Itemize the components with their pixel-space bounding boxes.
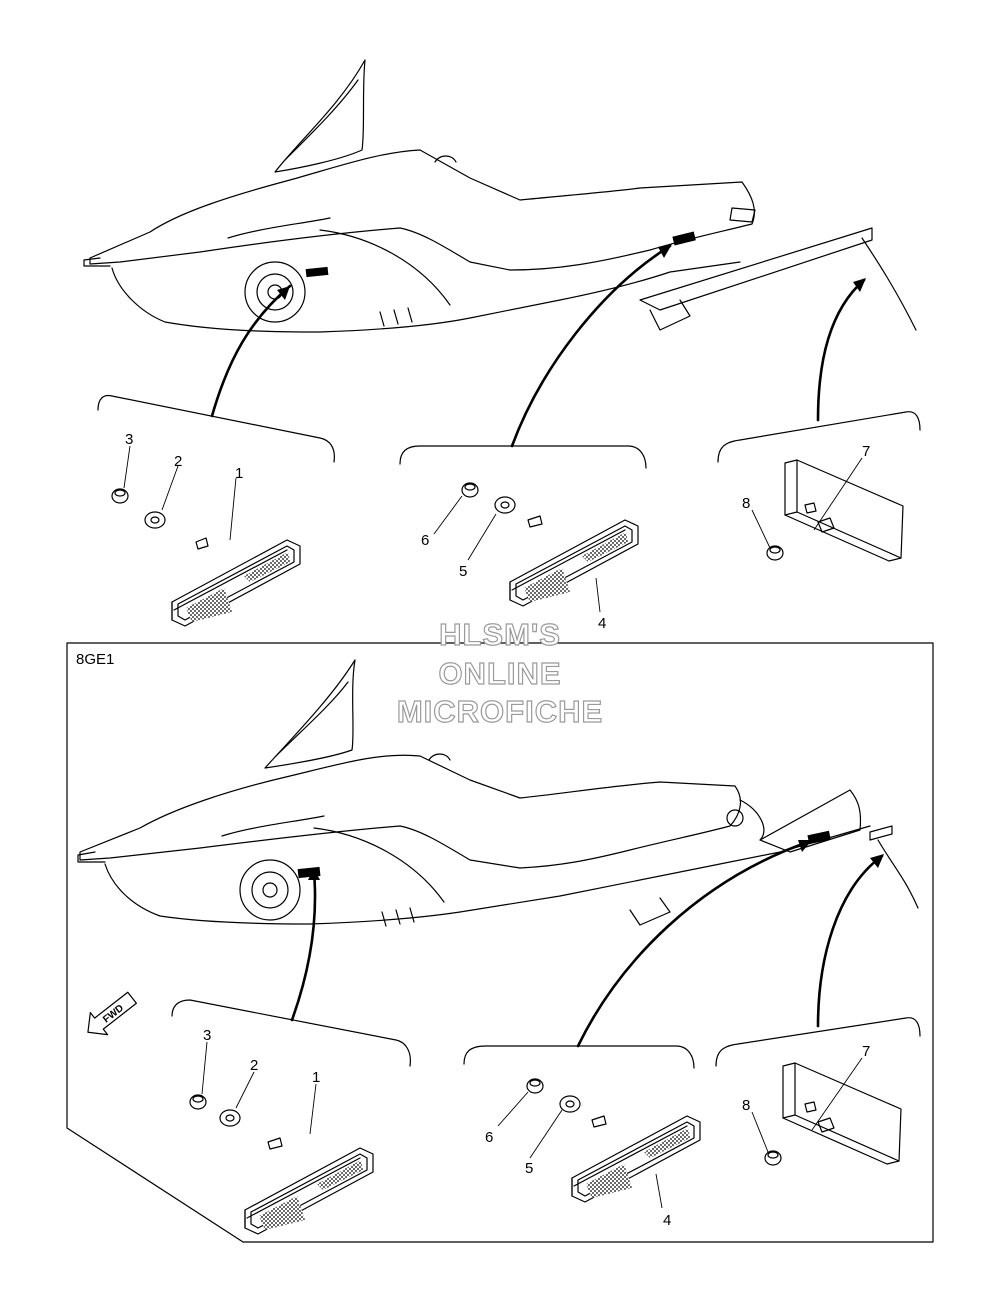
- bottom-part-group-center: [497, 1078, 701, 1209]
- callout-7: 7: [862, 1043, 870, 1060]
- nut-icon: [189, 1094, 207, 1110]
- bottom-part-group-right: [751, 1057, 902, 1166]
- watermark-line-2: ONLINE: [438, 656, 561, 691]
- washer-icon: [559, 1095, 581, 1113]
- callout-7: 7: [862, 443, 870, 460]
- callout-6: 6: [421, 532, 429, 549]
- fwd-label: FWD: [101, 1003, 126, 1026]
- top-part-group-right: [751, 457, 904, 562]
- snowmobile-bottom: [77, 659, 919, 927]
- reflector-plate-icon: [782, 1062, 902, 1165]
- watermark-line-1: HLSM'S: [439, 617, 561, 652]
- reflector-plate-icon: [784, 459, 904, 562]
- reflector-icon: [509, 519, 639, 607]
- nut-icon: [111, 488, 129, 504]
- washer-icon: [219, 1109, 241, 1127]
- callout-3: 3: [203, 1027, 211, 1044]
- reflector-icon: [171, 539, 301, 627]
- callout-brackets-bottom: [171, 840, 921, 1069]
- callout-2: 2: [174, 453, 182, 470]
- washer-icon: [144, 511, 166, 529]
- top-part-group-center: [433, 482, 639, 613]
- reflector-icon: [571, 1115, 701, 1203]
- watermark: HLSM'S ONLINE MICROFICHE: [396, 616, 603, 729]
- callout-2: 2: [250, 1057, 258, 1074]
- callout-6: 6: [485, 1129, 493, 1146]
- variant-label: 8GE1: [76, 651, 114, 668]
- callout-8: 8: [742, 495, 750, 512]
- callout-brackets-top: [97, 244, 921, 469]
- bottom-part-group-left: [189, 1041, 374, 1235]
- nut-icon: [526, 1078, 544, 1094]
- callout-5: 5: [459, 563, 467, 580]
- snowmobile-top: [83, 59, 917, 333]
- top-part-group-left: [111, 445, 301, 627]
- callout-8: 8: [742, 1097, 750, 1114]
- top-callout-numbers: 1 2 3 4 5 6 7 8: [125, 431, 870, 632]
- bottom-callout-numbers: 1 2 3 4 5 6 7 8: [203, 1027, 870, 1229]
- watermark-line-3: MICROFICHE: [397, 694, 603, 729]
- callout-3: 3: [125, 431, 133, 448]
- callout-5: 5: [525, 1160, 533, 1177]
- reflector-icon: [244, 1147, 374, 1235]
- variant-frame: 8GE1: [66, 642, 934, 1243]
- callout-4: 4: [598, 615, 606, 632]
- nut-icon: [764, 1150, 782, 1166]
- nut-icon: [766, 545, 784, 561]
- top-assembly: 1 2 3 4 5 6 7 8: [83, 59, 921, 632]
- washer-icon: [494, 496, 516, 514]
- nut-icon: [461, 482, 479, 498]
- callout-1: 1: [235, 465, 243, 482]
- callout-4: 4: [663, 1212, 671, 1229]
- fwd-arrow: FWD: [87, 991, 137, 1036]
- bottom-assembly: 1 2 3 4 5 6 7 8 FWD: [77, 659, 921, 1235]
- callout-1: 1: [312, 1069, 320, 1086]
